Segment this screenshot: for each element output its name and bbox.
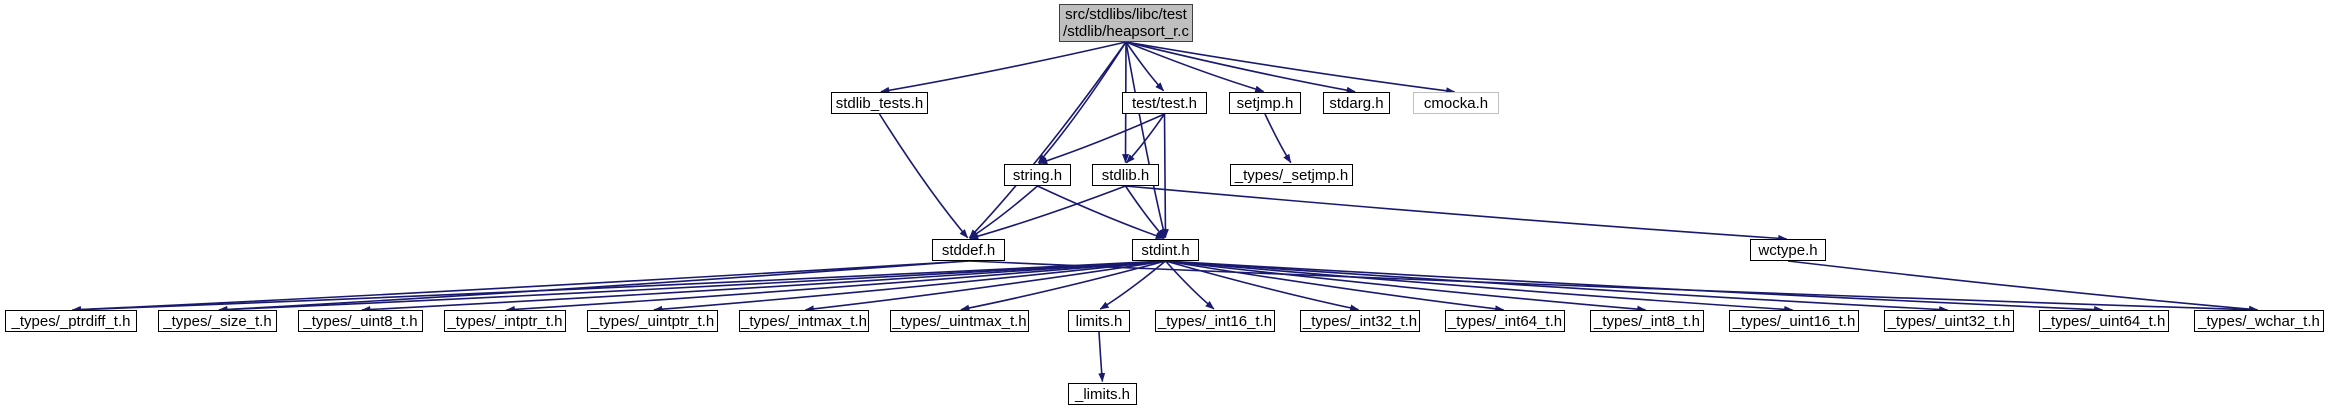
graph-node-label: _types/_size_t.h: [163, 312, 272, 330]
graph-node-t_intmax[interactable]: _types/_intmax_t.h: [739, 310, 869, 332]
graph-edge-root-to-stddef: [968, 41, 1127, 239]
graph-edge-stdint-to-t_intmax: [804, 260, 1166, 313]
graph-node-label: _types/_setjmp.h: [1234, 166, 1349, 184]
graph-edge-stdint-to-t_int32: [1165, 260, 1360, 312]
graph-edge-wctype-to-t_wchar: [1787, 260, 2259, 313]
graph-edge-root-to-string: [1037, 41, 1127, 164]
graph-edge-test_test-to-string: [1038, 113, 1165, 165]
graph-node-label: stddef.h: [941, 241, 996, 259]
graph-edge-stdint-to-t_uint8: [361, 260, 1166, 313]
graph-edge-test_test-to-stdlib: [1125, 113, 1166, 164]
graph-node-t_int32[interactable]: _types/_int32_t.h: [1300, 310, 1420, 332]
graph-edge-root-to-stdint: [1125, 41, 1167, 239]
graph-node-label: _types/_wchar_t.h: [2198, 312, 2320, 330]
graph-node-label: _types/_uint16_t.h: [1732, 312, 1856, 330]
graph-edge-string-to-stddef: [969, 185, 1039, 239]
graph-node-label: _types/_uint32_t.h: [1887, 312, 2011, 330]
graph-edge-stdlib-to-wctype: [1125, 185, 1788, 242]
graph-node-stdarg[interactable]: stdarg.h: [1323, 92, 1390, 114]
graph-node-label: stdlib.h: [1101, 166, 1150, 184]
graph-edge-root-to-cmocka: [1125, 41, 1456, 95]
graph-node-stdlib[interactable]: stdlib.h: [1092, 164, 1159, 186]
graph-node-t_int64[interactable]: _types/_int64_t.h: [1445, 310, 1565, 332]
graph-node-label: _types/_intptr_t.h: [447, 312, 563, 330]
graph-node-stdint[interactable]: stdint.h: [1132, 239, 1199, 261]
graph-node-label: cmocka.h: [1423, 94, 1489, 112]
graph-edge-setjmp-to-types_setjmp: [1264, 113, 1292, 164]
graph-node-wctype[interactable]: wctype.h: [1750, 239, 1826, 261]
graph-edge-stdlib-to-stdint: [1124, 185, 1166, 239]
graph-node-root[interactable]: src/stdlibs/libc/test /stdlib/heapsort_r…: [1059, 4, 1193, 42]
graph-edge-stdint-to-t_uint64: [1165, 260, 2104, 314]
graph-node-test_test[interactable]: test/test.h: [1122, 92, 1207, 114]
graph-node-cmocka[interactable]: cmocka.h: [1413, 92, 1499, 114]
graph-node-stddef[interactable]: stddef.h: [932, 239, 1005, 261]
graph-node-label: src/stdlibs/libc/test /stdlib/heapsort_r…: [1063, 6, 1189, 40]
graph-node-label: _types/_ptrdiff_t.h: [11, 312, 131, 330]
graph-edge-stdint-to-t_size: [218, 260, 1166, 314]
graph-node-t_uint64[interactable]: _types/_uint64_t.h: [2039, 310, 2169, 332]
graph-node-label: _types/_int16_t.h: [1157, 312, 1273, 330]
graph-node-t_uintptr[interactable]: _types/_uintptr_t.h: [587, 310, 718, 332]
graph-edge-string-to-stdint: [1037, 185, 1165, 240]
graph-node-limits[interactable]: limits.h: [1068, 310, 1130, 332]
graph-node-t_uint8[interactable]: _types/_uint8_t.h: [298, 310, 423, 332]
graph-edge-limits-to-_limits: [1098, 331, 1106, 383]
graph-node-stdlib_tests[interactable]: stdlib_tests.h: [831, 92, 928, 114]
graph-node-label: string.h: [1012, 166, 1063, 184]
graph-node-label: stdint.h: [1141, 241, 1190, 259]
graph-node-label: _types/_int8_t.h: [1594, 312, 1700, 330]
graph-edge-root-to-stdlib_tests: [880, 41, 1127, 94]
graph-node-t_wchar[interactable]: _types/_wchar_t.h: [2194, 310, 2324, 332]
graph-edge-stdint-to-t_intptr: [505, 260, 1166, 313]
graph-edge-stdint-to-t_int64: [1165, 260, 1505, 313]
graph-edge-stdint-to-t_int8: [1165, 260, 1647, 313]
graph-edge-stdint-to-t_uintptr: [653, 260, 1166, 313]
graph-edge-stdint-to-limits: [1099, 260, 1167, 310]
graph-node-string[interactable]: string.h: [1004, 164, 1071, 186]
graph-node-t_uint32[interactable]: _types/_uint32_t.h: [1884, 310, 2014, 332]
graph-edge-root-to-test_test: [1125, 41, 1165, 92]
graph-edge-root-to-setjmp: [1125, 41, 1265, 93]
graph-node-label: _types/_uintmax_t.h: [892, 312, 1027, 330]
graph-node-label: _types/_int64_t.h: [1447, 312, 1563, 330]
graph-node-t_int8[interactable]: _types/_int8_t.h: [1590, 310, 1704, 332]
graph-node-label: _types/_uint64_t.h: [2042, 312, 2166, 330]
graph-node-t_uintmax[interactable]: _types/_uintmax_t.h: [890, 310, 1029, 332]
graph-node-setjmp[interactable]: setjmp.h: [1229, 92, 1301, 114]
graph-node-t_uint16[interactable]: _types/_uint16_t.h: [1729, 310, 1859, 332]
graph-node-t_intptr[interactable]: _types/_intptr_t.h: [444, 310, 566, 332]
graph-edge-stdlib-to-stddef: [969, 185, 1126, 240]
graph-node-label: _types/_uintptr_t.h: [590, 312, 715, 330]
graph-edge-stdint-to-t_uint16: [1165, 260, 1794, 313]
graph-node-t_int16[interactable]: _types/_int16_t.h: [1155, 310, 1275, 332]
graph-node-types_setjmp[interactable]: _types/_setjmp.h: [1230, 164, 1353, 186]
graph-node-t_size[interactable]: _types/_size_t.h: [158, 310, 277, 332]
graph-node-label: test/test.h: [1131, 94, 1198, 112]
graph-node-label: stdlib_tests.h: [835, 94, 924, 112]
graph-edge-root-to-stdarg: [1125, 41, 1356, 94]
graph-edge-stdint-to-t_ptrdiff: [71, 260, 1166, 314]
graph-node-_limits[interactable]: _limits.h: [1068, 383, 1137, 405]
graph-edge-stddef-to-t_ptrdiff: [71, 260, 969, 314]
graph-node-label: _types/_int32_t.h: [1302, 312, 1418, 330]
graph-edge-stdint-to-t_uintmax: [960, 260, 1166, 312]
graph-node-label: limits.h: [1075, 312, 1123, 330]
graph-node-label: wctype.h: [1758, 241, 1818, 259]
graph-node-label: _limits.h: [1074, 385, 1130, 403]
graph-edge-stdint-to-t_int16: [1164, 260, 1215, 310]
graph-node-label: stdarg.h: [1329, 94, 1384, 112]
graph-node-label: _types/_intmax_t.h: [741, 312, 867, 330]
graph-node-label: _types/_uint8_t.h: [303, 312, 418, 330]
graph-node-t_ptrdiff[interactable]: _types/_ptrdiff_t.h: [5, 310, 137, 332]
graph-node-label: setjmp.h: [1236, 94, 1294, 112]
graph-edge-stdlib_tests-to-stddef: [878, 113, 969, 239]
graph-edge-test_test-to-stdint: [1161, 113, 1169, 239]
graph-edge-stdint-to-t_uint32: [1165, 260, 1949, 313]
